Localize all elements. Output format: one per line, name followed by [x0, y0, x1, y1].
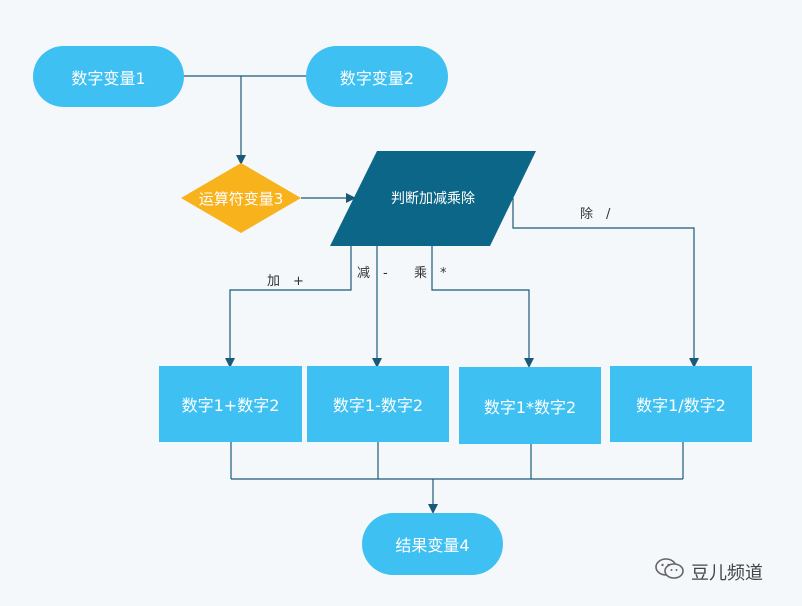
operator-decision-shape: [181, 163, 301, 233]
edge-label-add: 加 +: [267, 274, 304, 289]
judge-parallelogram-shape: [330, 151, 536, 246]
var1-label: 数字变量1: [71, 68, 146, 88]
add-result-node: 数字1+数字2: [159, 366, 302, 442]
judge-label: 判断加减乘除: [391, 191, 475, 207]
connector-mul: [431, 246, 534, 368]
connector-add: [225, 246, 352, 368]
edge-label-mul: 乘 *: [414, 266, 447, 281]
edge-label-div: 除 /: [580, 207, 611, 222]
watermark: 豆儿频道: [655, 557, 763, 586]
div-result-node: 数字1/数字2: [610, 366, 752, 442]
watermark-text: 豆儿频道: [691, 562, 763, 584]
wechat-icon: [655, 557, 685, 586]
sub-result-label: 数字1-数字2: [332, 396, 424, 415]
var2-label: 数字变量2: [339, 68, 415, 88]
mul-result-label: 数字1*数字2: [483, 397, 577, 417]
div-result-label: 数字1/数字2: [636, 396, 726, 415]
mul-result-node: 数字1*数字2: [459, 367, 601, 444]
edge-label-sub: 减 -: [357, 266, 388, 281]
result-node: 结果变量4: [362, 513, 503, 575]
sub-result-node: 数字1-数字2: [307, 366, 449, 442]
var1-node: 数字变量1: [33, 46, 184, 107]
add-result-label: 数字1+数字2: [181, 396, 280, 415]
operator-label: 运算符变量3: [198, 189, 284, 208]
connector-div: [512, 198, 699, 368]
var2-node: 数字变量2: [306, 46, 448, 107]
result-label: 结果变量4: [395, 536, 470, 555]
